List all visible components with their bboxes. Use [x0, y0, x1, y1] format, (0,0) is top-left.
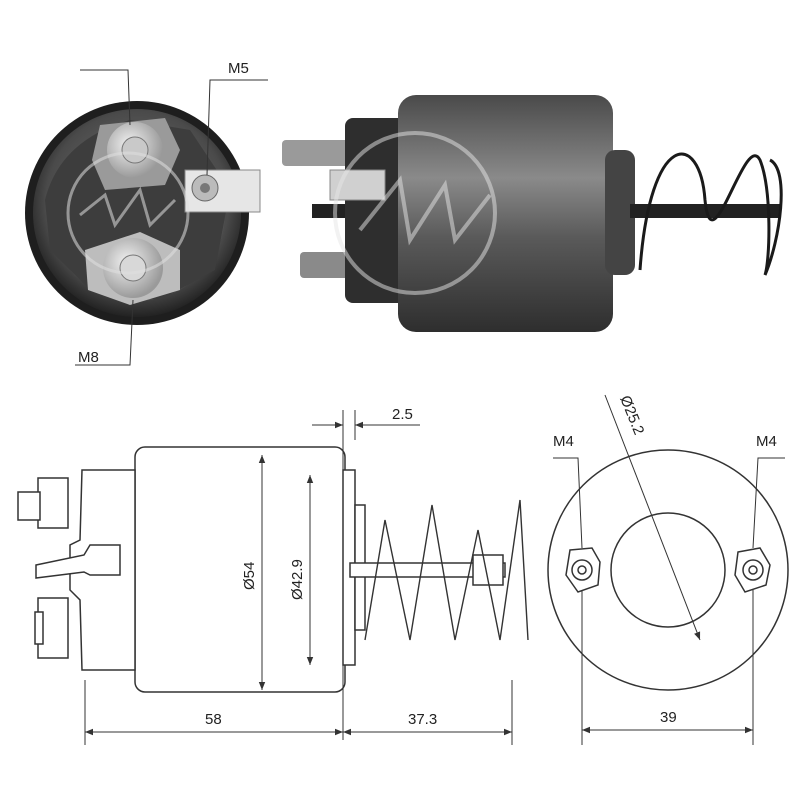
label-m8: M8: [78, 349, 99, 366]
dim-end-width: 39: [660, 709, 677, 726]
dim-outer-diameter: Ø54: [241, 562, 258, 590]
label-right-m4: M4: [756, 433, 777, 450]
side-dimension-lines: [84, 410, 513, 745]
m5-terminal-icon: [184, 169, 261, 213]
dim-bolt-circle: Ø25.2: [616, 393, 647, 437]
dim-gap: 2.5: [392, 406, 413, 423]
watermark-logo: [66, 151, 190, 275]
left-m4-terminal-icon: [565, 547, 601, 593]
dim-plunger-length: 37.3: [408, 711, 437, 728]
side-watermark-logo: [333, 131, 497, 295]
side-view-drawing: [17, 446, 529, 693]
solenoid-end-view-photo: [25, 69, 268, 366]
dim-inner-diameter: Ø42.9: [289, 559, 306, 600]
end-view-drawing: [547, 449, 789, 691]
label-left-m4: M4: [553, 433, 574, 450]
solenoid-side-view-photo: [282, 95, 783, 332]
end-dimension-lines: [553, 394, 785, 745]
lower-terminal-icon: [85, 232, 180, 305]
spring-icon: [638, 152, 783, 276]
label-m5: M5: [228, 60, 249, 77]
right-m4-terminal-icon: [734, 547, 771, 593]
dim-body-length: 58: [205, 711, 222, 728]
